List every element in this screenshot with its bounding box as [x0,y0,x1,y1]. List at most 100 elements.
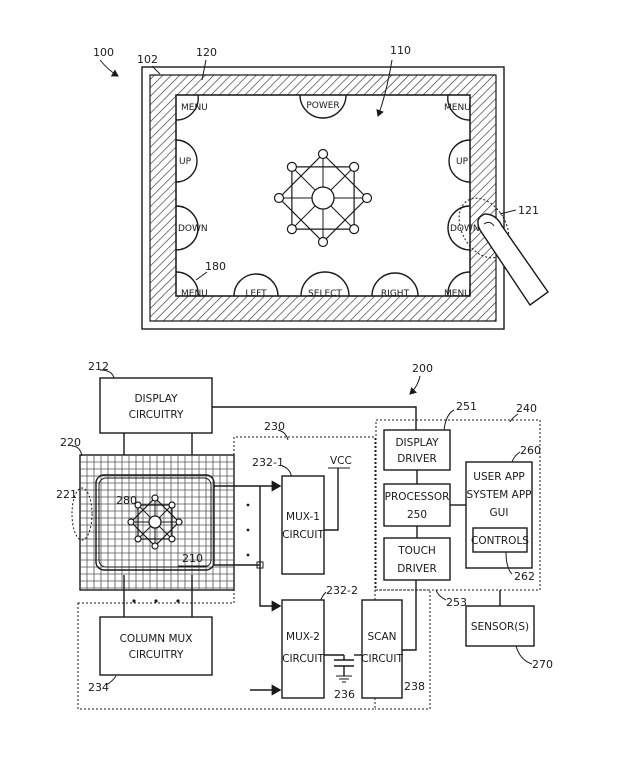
button-down-right-label: DOWN [450,224,480,234]
ref-capacitor: 236 [334,688,355,701]
star-node [151,542,159,550]
button-right[interactable] [371,272,419,297]
button-power[interactable] [299,94,347,119]
ref-controls: 262 [514,570,535,583]
star-hub [311,186,335,210]
mux2-block [281,599,325,699]
button-up-left[interactable] [175,139,198,183]
star-node [317,236,329,248]
button-left[interactable] [233,273,279,297]
star-node [286,224,297,235]
ref-display-driver-leader [443,409,455,431]
ref-touch-panel: 220 [60,436,81,449]
ref-housing-leader [151,65,161,75]
button-up-right-label: UP [456,157,469,167]
ref-display-driver: 251 [456,400,477,413]
star-node [317,148,329,160]
scan-line2: CIRCUIT [361,653,403,665]
scan-block [361,599,403,699]
button-menu-bottom-right[interactable] [447,271,471,297]
controls-label: CONTROLS [471,535,529,547]
ref-housing: 102 [137,53,158,66]
ref-system-arrow [409,375,421,395]
device-screen [175,94,471,297]
column-dots [132,599,180,603]
system-figure: 200 DISPLAY CIRCUITRY 212 220 221 280 21… [56,360,553,710]
ref-finger: 121 [518,204,539,217]
software-line3: GUI [490,507,509,519]
ref-mux1: 232-1 [252,456,284,469]
panel-boundary [77,436,376,710]
button-left-label: LEFT [245,289,267,299]
button-menu-top-left[interactable] [175,94,199,121]
ref-button: 180 [205,260,226,273]
button-menu-top-left-label: MENU [181,103,208,113]
display-circuitry-line1: DISPLAY [134,393,178,405]
star-node [168,501,176,509]
row-dots [246,503,250,557]
column-mux-line1: COLUMN MUX [120,633,193,645]
display-area-inner [98,477,212,568]
touch-driver-line1: TOUCH [397,545,436,557]
processor-line1: PROCESSOR [385,491,450,503]
panel-boundary-right [375,589,431,710]
ref-bezel-leader [201,59,207,81]
ref-device: 100 [93,46,114,59]
star-node [286,161,297,172]
scan-line1: SCAN [367,631,396,643]
ref-image: 280 [116,494,137,507]
button-right-label: RIGHT [381,289,410,299]
ref-column-mux-leader [105,675,117,686]
ref-mux2: 232-2 [326,584,358,597]
ref-finger-leader [499,209,517,215]
button-up-right[interactable] [448,139,471,183]
star-node [151,494,159,502]
star-node [273,192,285,204]
star-graphic [273,148,373,248]
column-mux-line2: CIRCUITRY [129,649,184,661]
ref-processor-group-leader [509,413,519,423]
ref-screen: 110 [390,44,411,57]
button-down-left[interactable] [175,205,199,251]
ref-display: 210 [182,552,203,565]
star-node [127,518,135,526]
button-menu-bottom-left-label: MENU [181,289,208,299]
wire-vcc [324,468,339,531]
star-node [349,161,360,172]
sensor-block [465,605,535,647]
wire-scan-touch [402,580,417,651]
mux1-line2: CIRCUIT [282,529,324,541]
touch-driver-block [383,537,451,581]
column-mux-block [99,616,213,676]
ref-processor-group: 240 [516,402,537,415]
display-circuitry-line2: CIRCUITRY [129,409,184,421]
button-select[interactable] [300,271,350,297]
processor-line2: 250 [407,509,427,521]
ref-scan: 238 [404,680,425,693]
ref-column-mux: 234 [88,681,109,694]
touch-panel-edge-marker [71,487,93,541]
star-graphic-small [127,494,183,550]
junction [256,561,264,569]
button-menu-top-right-label: MENU [444,103,471,113]
ref-device-arrow [99,59,119,77]
ref-touch-panel-edge: 221 [56,488,77,501]
ref-touch-driver: 253 [446,596,467,609]
ref-mux-group-leader [277,429,289,441]
button-down-left-label: DOWN [178,224,208,234]
device-housing [141,66,505,330]
ref-button-leader [195,271,208,281]
software-line1: USER APP [473,471,524,483]
button-select-label: SELECT [308,289,342,299]
ref-software-leader [511,451,521,463]
ref-display-circuitry-leader [99,369,115,379]
ref-sensor-leader [515,645,533,665]
display-area [95,474,215,571]
mux2-line2: CIRCUIT [282,653,324,665]
button-menu-top-right[interactable] [447,94,471,121]
button-menu-bottom-left[interactable] [175,271,199,297]
processor-block [383,483,451,527]
device-figure: 100 102 120 110 MENU POWER MENU UP UP DO… [93,44,549,330]
star-node [134,535,142,543]
